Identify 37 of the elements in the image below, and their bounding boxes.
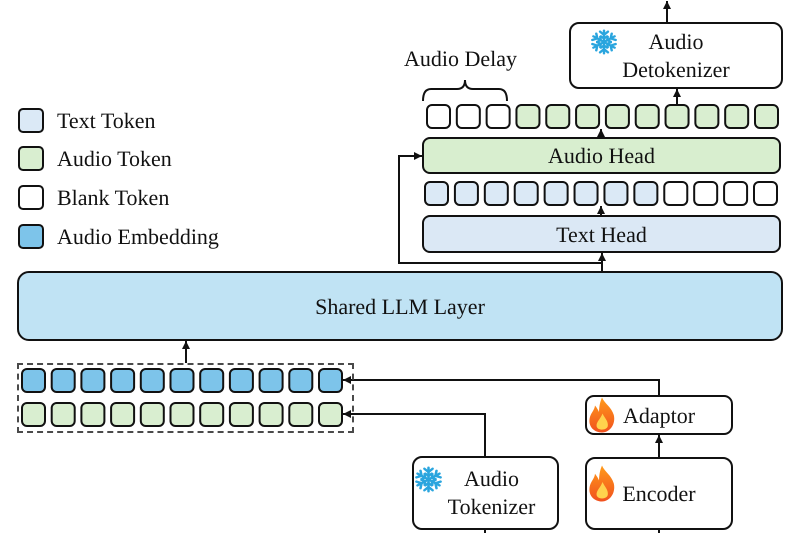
bracket-label: Audio Delay <box>404 46 518 71</box>
block-label: Encoder <box>622 481 696 506</box>
token-row <box>21 402 343 427</box>
arrow <box>343 410 486 456</box>
layer-box <box>17 271 783 341</box>
module-box <box>585 395 733 435</box>
arrow <box>598 253 606 263</box>
block-label: Audio Tokenizer <box>446 465 536 521</box>
head-box <box>422 215 781 253</box>
legend-label: Audio Token <box>57 146 172 172</box>
connector-line <box>601 263 603 271</box>
arrow <box>398 152 602 264</box>
block-label: Shared LLM Layer <box>315 294 485 318</box>
token-row <box>21 368 343 393</box>
legend-label: Text Token <box>57 108 156 132</box>
module-box <box>412 456 559 530</box>
arrow <box>673 89 681 104</box>
block-label: Audio Head <box>548 143 655 168</box>
connector-line <box>484 530 486 533</box>
arrow <box>597 129 605 137</box>
head-box <box>422 137 781 174</box>
arrow <box>663 1 671 22</box>
arrow <box>597 206 605 215</box>
legend-label: Audio Embedding <box>57 224 219 249</box>
module-box <box>569 22 783 89</box>
arrow <box>655 435 663 457</box>
legend-label: Blank Token <box>57 185 170 210</box>
dashed-group-box <box>17 363 354 433</box>
connector-line <box>658 530 660 533</box>
token-row <box>426 104 779 129</box>
block-label: Adaptor <box>622 402 696 428</box>
arrow <box>343 376 660 395</box>
block-label: Audio Detokenizer <box>621 28 731 84</box>
module-box <box>585 457 733 530</box>
block-label: Text Head <box>556 222 647 246</box>
token-row <box>424 181 778 206</box>
arrow <box>182 341 190 363</box>
